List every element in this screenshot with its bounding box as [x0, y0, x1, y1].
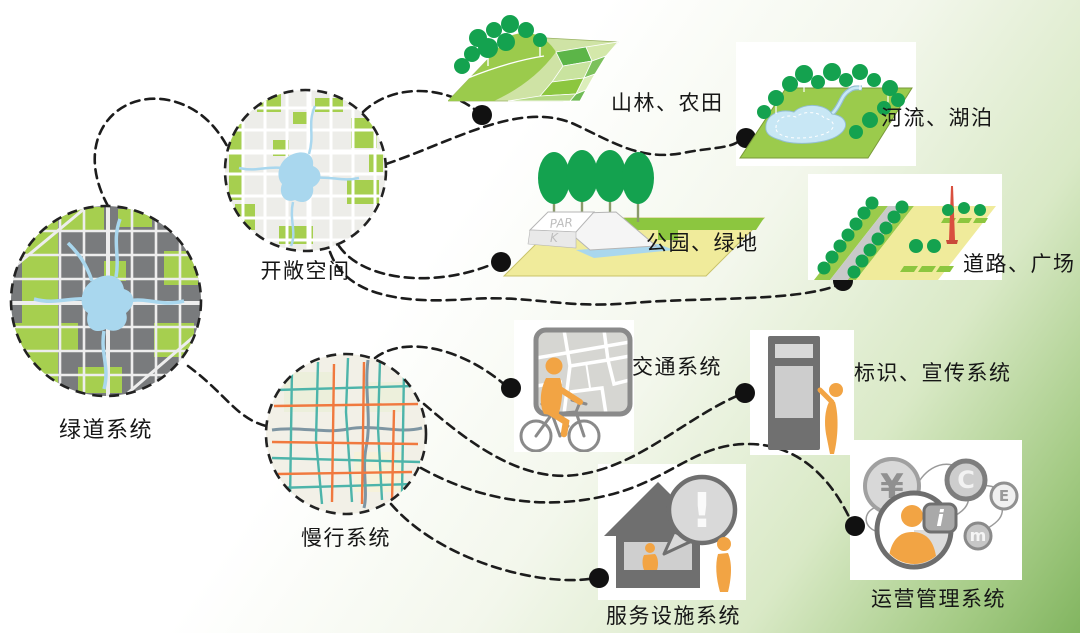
link-slowtraffic-signage: [422, 393, 741, 478]
attendant-figure: [642, 543, 659, 570]
link-slowtraffic-operation: [419, 442, 853, 523]
connector-dot: [501, 378, 521, 398]
e-glyph: E: [999, 487, 1009, 505]
service-facility-label: 服务设施系统: [606, 605, 741, 628]
roads-plazas-icon: [814, 186, 996, 280]
slow-traffic-label: 慢行系统: [301, 527, 391, 550]
slow-traffic-map-circle: [264, 352, 428, 516]
signage-label: 标识、宣传系统: [854, 362, 1012, 385]
transport-system-icon: [519, 327, 633, 452]
link-openspace-park: [337, 244, 497, 280]
currency-m-badge: [963, 521, 993, 551]
operations-label: 运营管理系统: [871, 588, 1006, 611]
speech-bubble: !: [662, 474, 738, 556]
rivers-lakes-icon: [739, 63, 913, 159]
open-space-label: 开敞空间: [260, 260, 351, 283]
connector-dot: [472, 105, 492, 125]
operations-management-icon: ¥ C E m i: [863, 457, 1019, 570]
park-sign-text: K: [550, 231, 559, 245]
link-slowtraffic-service: [389, 502, 597, 582]
connector-dot: [589, 568, 609, 588]
greenway-label: 绿道系统: [58, 417, 153, 442]
currency-e-badge: [989, 481, 1019, 511]
open-space-map-circle: [223, 88, 388, 253]
connector-dot: [735, 383, 755, 403]
c-glyph: C: [957, 466, 975, 494]
transport-label: 交通系统: [632, 356, 722, 379]
connector-dot: [491, 252, 511, 272]
link-openspace-forest: [361, 89, 480, 114]
pointing-figure: [817, 383, 843, 454]
m-glyph: m: [970, 526, 987, 545]
currency-c-badge: [944, 458, 988, 502]
cyclist-figure: [540, 357, 583, 438]
parks-greenspace-icon: PAR K: [502, 150, 766, 277]
info-badge: [922, 502, 958, 534]
visitor-figure: [716, 537, 731, 592]
rivers-lakes-label: 河流、湖泊: [881, 107, 994, 130]
roads-plazas-label: 道路、广场: [963, 253, 1076, 276]
link-greenway-openspace: [93, 97, 229, 208]
greenway-map-circle: [9, 204, 203, 398]
link-openspace-river: [384, 115, 744, 166]
parks-greenspace-label: 公园、绿地: [646, 232, 759, 255]
signage-system-icon: [768, 336, 843, 454]
park-sign-text: PAR: [549, 215, 573, 231]
info-glyph: i: [936, 507, 944, 532]
connector-dot: [845, 516, 865, 536]
forest-farmland-label: 山林、农田: [611, 92, 724, 115]
exclamation-mark: !: [691, 483, 713, 539]
link-slowtraffic-transport: [373, 345, 507, 387]
link-openspace-road: [328, 250, 840, 306]
manager-figure: [888, 505, 937, 564]
service-facility-icon: !: [604, 474, 738, 592]
forest-farmland-icon: [448, 15, 620, 102]
link-greenway-slowtraffic: [186, 364, 268, 428]
